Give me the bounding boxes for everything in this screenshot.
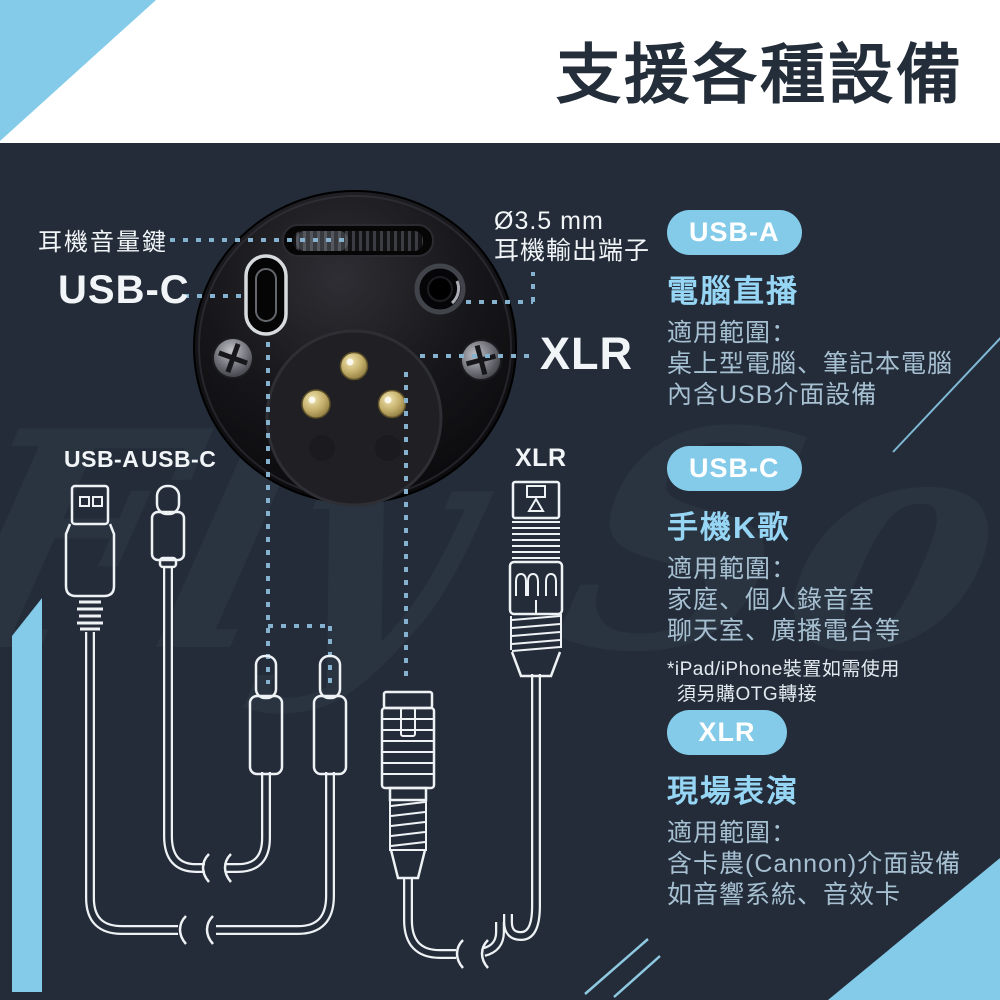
section-body-line: 適用範圍： xyxy=(667,319,798,347)
headphone-jack xyxy=(414,263,466,315)
dotted-callout-lines xyxy=(170,238,535,684)
section-body-line: 含卡農(Cannon)介面設備 xyxy=(667,850,962,878)
section-heading: 現場表演 xyxy=(667,774,799,809)
xlr-male-connector-drawing xyxy=(508,480,564,678)
screw-left xyxy=(212,337,254,379)
left-accent-bar xyxy=(12,598,42,992)
xlr-socket xyxy=(265,329,443,507)
volume-wheel xyxy=(282,224,434,257)
section-body-line: 聊天室、廣播電台等 xyxy=(667,617,902,645)
jack-label-line1: Ø3.5 mm xyxy=(494,207,604,235)
usb-c-plug-left-drawing xyxy=(248,654,284,776)
header-corner-triangle xyxy=(0,0,156,141)
section-heading: 手機K歌 xyxy=(667,510,791,545)
headphone-jack-label: Ø3.5 mm 耳機輸出端子 xyxy=(494,206,650,266)
footnote-line: 須另購OTG轉接 xyxy=(677,684,818,705)
usb-a-badge: USB-A xyxy=(667,210,802,255)
usb-c-port-label: USB-C xyxy=(58,268,190,312)
footnote-line: *iPad/iPhone裝置如需使用 xyxy=(667,659,900,680)
section-xlr: XLR 現場表演 適用範圍： 含卡農(Cannon)介面設備 如音響系統、音效卡 xyxy=(667,710,997,911)
usb-c-badge: USB-C xyxy=(667,446,802,491)
section-body: 適用範圍： 桌上型電腦、筆記本電腦 內含USB介面設備 xyxy=(667,318,997,411)
usb-a-connector-drawing xyxy=(64,484,116,631)
usb-c-plug-right-drawing xyxy=(312,654,348,776)
section-body: 適用範圍： 含卡農(Cannon)介面設備 如音響系統、音效卡 xyxy=(667,818,997,911)
microphone-bottom-photo xyxy=(193,190,517,507)
xlr-female-connector-drawing xyxy=(380,690,436,880)
screw-right xyxy=(460,339,502,381)
usb-c-connector-drawing xyxy=(150,484,186,569)
section-usb-a: USB-A 電腦直播 適用範圍： 桌上型電腦、筆記本電腦 內含USB介面設備 xyxy=(667,210,997,411)
cable-label-usb-c: USB-C xyxy=(141,446,217,472)
section-body-line: 適用範圍： xyxy=(667,555,798,583)
xlr-badge: XLR xyxy=(667,710,787,755)
volume-wheel-label: 耳機音量鍵 xyxy=(38,229,168,256)
section-body-line: 家庭、個人錄音室 xyxy=(667,586,876,614)
section-body-line: 桌上型電腦、筆記本電腦 xyxy=(667,350,954,378)
jack-label-line2: 耳機輸出端子 xyxy=(494,237,651,265)
section-body: 適用範圍： 家庭、個人錄音室 聊天室、廣播電台等 xyxy=(667,554,997,647)
diagonal-pinstripes xyxy=(584,337,1000,998)
cable-drawings xyxy=(64,480,564,969)
section-usb-c: USB-C 手機K歌 適用範圍： 家庭、個人錄音室 聊天室、廣播電台等 *iPa… xyxy=(667,446,997,707)
section-footnote: *iPad/iPhone裝置如需使用 須另購OTG轉接 xyxy=(667,657,997,707)
cable-label-xlr: XLR xyxy=(515,444,567,472)
section-heading: 電腦直播 xyxy=(667,274,799,309)
section-body-line: 如音響系統、音效卡 xyxy=(667,881,902,909)
header-band: 支援各種設備 xyxy=(0,0,1000,143)
usb-c-port xyxy=(244,254,288,336)
section-body-line: 內含USB介面設備 xyxy=(667,381,878,409)
xlr-socket-label: XLR xyxy=(540,328,633,379)
section-body-line: 適用範圍： xyxy=(667,819,798,847)
cable-break-marks xyxy=(178,853,489,969)
cable-label-usb-a: USB-A xyxy=(64,446,140,472)
page-title: 支援各種設備 xyxy=(555,38,964,111)
